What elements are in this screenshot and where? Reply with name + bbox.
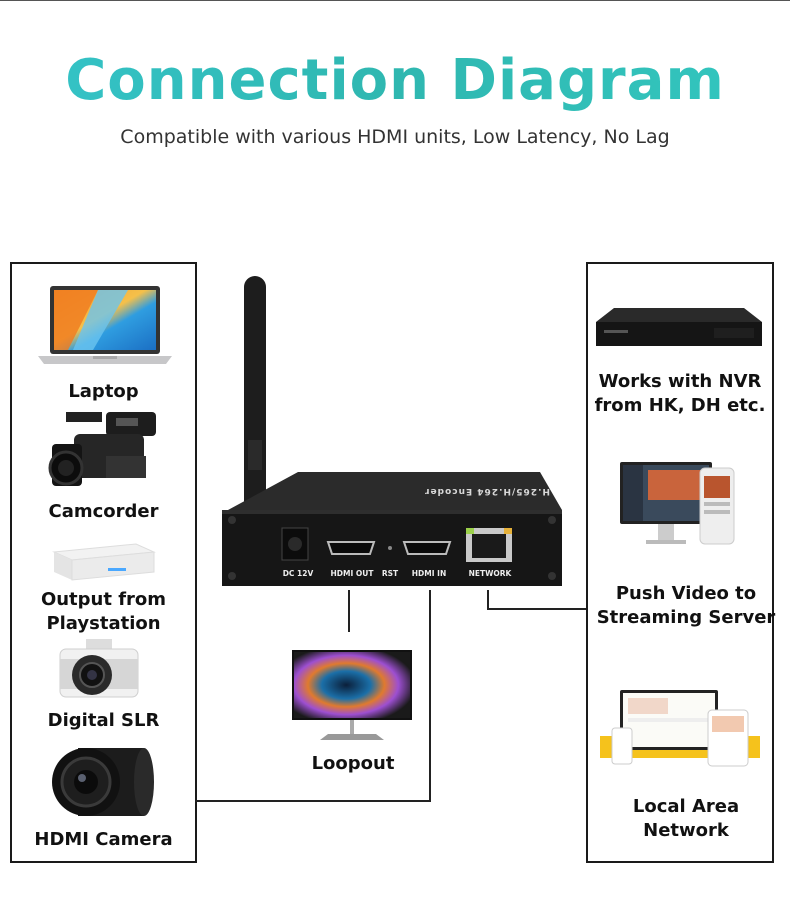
dslr-camera-icon <box>59 639 139 698</box>
network-line-vertical <box>487 590 489 610</box>
input-label-dslr: Digital SLR <box>47 710 160 731</box>
hdmi-in-line-horizontal <box>195 800 431 802</box>
loopout-label: Loopout <box>311 753 395 774</box>
input-label-playstation: Output from Playstation <box>12 588 195 636</box>
output-label-lan: Local Area Network <box>632 796 740 841</box>
port-rst: RST <box>381 569 399 578</box>
page-subtitle: Compatible with various HDMI units, Low … <box>120 126 670 148</box>
playstation-label-line: Output from Playstation <box>40 589 167 634</box>
streaming-label-text: Push Video to Streaming Server <box>596 583 776 628</box>
output-label-streaming: Push Video to Streaming Server <box>588 582 784 630</box>
device-name: H.265/H.264 Encoder <box>424 486 550 496</box>
port-hdmi-out: HDMI OUT <box>330 569 374 578</box>
hdmi-camera-icon <box>52 748 154 816</box>
output-label-nvr: Works with NVR from HK, DH etc. <box>588 370 772 418</box>
input-label-camcorder: Camcorder <box>48 501 159 522</box>
port-dc: DC 12V <box>282 569 314 578</box>
nvr-label-text: Works with NVR from HK, DH etc. <box>594 371 766 416</box>
output-destinations-panel <box>586 262 774 863</box>
hdmi-in-line-vertical <box>429 590 431 802</box>
network-line-horizontal <box>487 608 587 610</box>
input-label-laptop: Laptop <box>68 381 139 402</box>
playstation-icon <box>52 543 156 581</box>
page-title: Connection Diagram <box>0 48 790 113</box>
streaming-server-icon <box>620 462 735 545</box>
port-hdmi-in: HDMI IN <box>411 569 447 578</box>
laptop-icon <box>38 286 172 364</box>
nvr-icon <box>596 308 762 346</box>
monitor-icon <box>292 650 412 740</box>
port-network: NETWORK <box>468 569 512 578</box>
camcorder-icon <box>48 412 156 486</box>
loopout-line <box>348 590 350 632</box>
encoder-device <box>222 276 562 586</box>
lan-devices-icon <box>600 690 760 767</box>
input-label-hdmi-camera: HDMI Camera <box>34 829 173 850</box>
top-border <box>0 0 790 1</box>
